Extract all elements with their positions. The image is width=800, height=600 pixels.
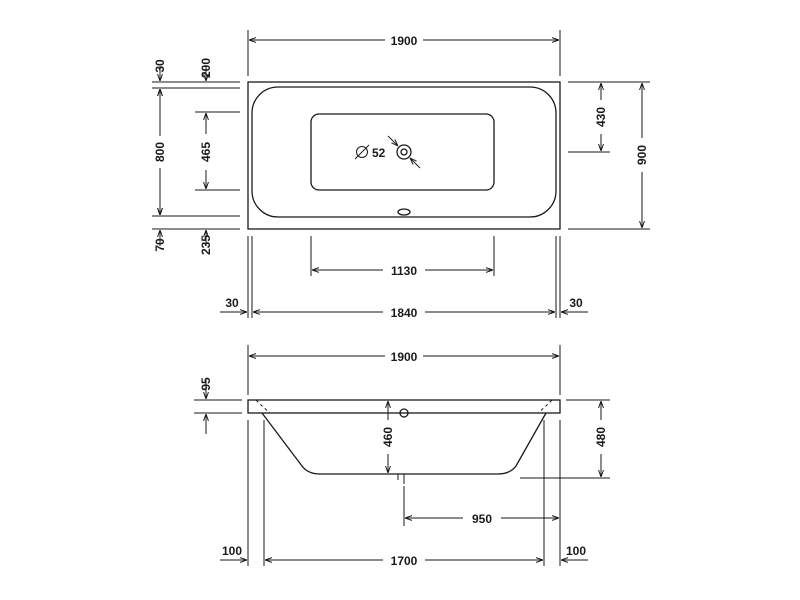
rim-top-label: 30 — [153, 59, 167, 73]
overall-height-label: 480 — [594, 427, 608, 447]
rim-bottom-label: 70 — [153, 238, 167, 252]
drain-offset-label: 430 — [594, 107, 608, 127]
drain-outer-icon — [396, 144, 412, 160]
side-view: 1900 95 460 480 950 100 1700 — [194, 345, 610, 568]
top-offset-label: 200 — [199, 58, 213, 78]
side-overflow-icon — [399, 408, 409, 418]
bottom-offset-label: 235 — [199, 235, 213, 255]
bottom-length-label: 1700 — [391, 554, 418, 568]
drain-distance-label: 950 — [472, 512, 492, 526]
overall-width-label: 900 — [635, 145, 649, 165]
side-view-shell — [261, 412, 547, 475]
foot-right-label: 100 — [566, 544, 586, 558]
sump-length-label: 1130 — [391, 264, 417, 278]
top-view: 1900 30 200 800 465 70 235 — [152, 30, 650, 320]
top-view-sump-floor — [310, 113, 495, 191]
inner-length-label: 1840 — [391, 306, 418, 320]
rim-thickness-label: 95 — [199, 377, 213, 391]
rim-left-label: 30 — [225, 296, 239, 310]
drain-diameter-annotation: 52 — [354, 144, 386, 160]
foot-left-label: 100 — [222, 544, 242, 558]
top-view-inner-basin — [251, 86, 557, 218]
side-length-label: 1900 — [391, 350, 418, 364]
interior-depth-label: 460 — [381, 427, 395, 447]
sump-width-label: 465 — [199, 142, 213, 162]
rim-right-label: 30 — [569, 296, 583, 310]
top-view-outer-rim — [247, 81, 561, 230]
overflow-icon — [397, 208, 411, 216]
drain-inner-icon — [400, 148, 408, 156]
top-length-label: 1900 — [391, 34, 418, 48]
side-view-rim — [247, 399, 561, 414]
inner-width-label: 800 — [153, 142, 167, 162]
drain-diameter-label: 52 — [372, 146, 386, 160]
